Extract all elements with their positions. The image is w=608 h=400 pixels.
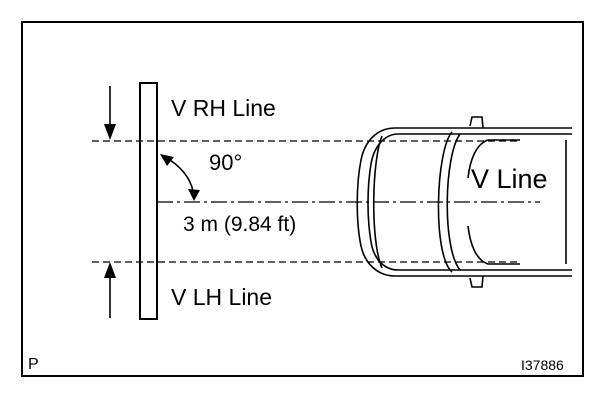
v-rh-line-label: V RH Line <box>171 95 276 121</box>
vehicle-front <box>356 116 572 288</box>
v-line-label: V Line <box>471 164 548 194</box>
arc-arrow-head-top <box>160 154 174 166</box>
diagram-frame <box>21 21 584 377</box>
v-lh-line-label: V LH Line <box>171 284 273 310</box>
target-board <box>139 82 158 320</box>
arc-arrow-head-bottom <box>188 189 200 201</box>
figure-id: I37886 <box>521 357 564 373</box>
section-letter: P <box>28 356 39 373</box>
distance-label: 3 m (9.84 ft) <box>183 213 297 236</box>
angle-label: 90° <box>209 150 243 175</box>
arrow-down-icon <box>104 124 116 140</box>
arrow-up-icon <box>104 262 116 278</box>
